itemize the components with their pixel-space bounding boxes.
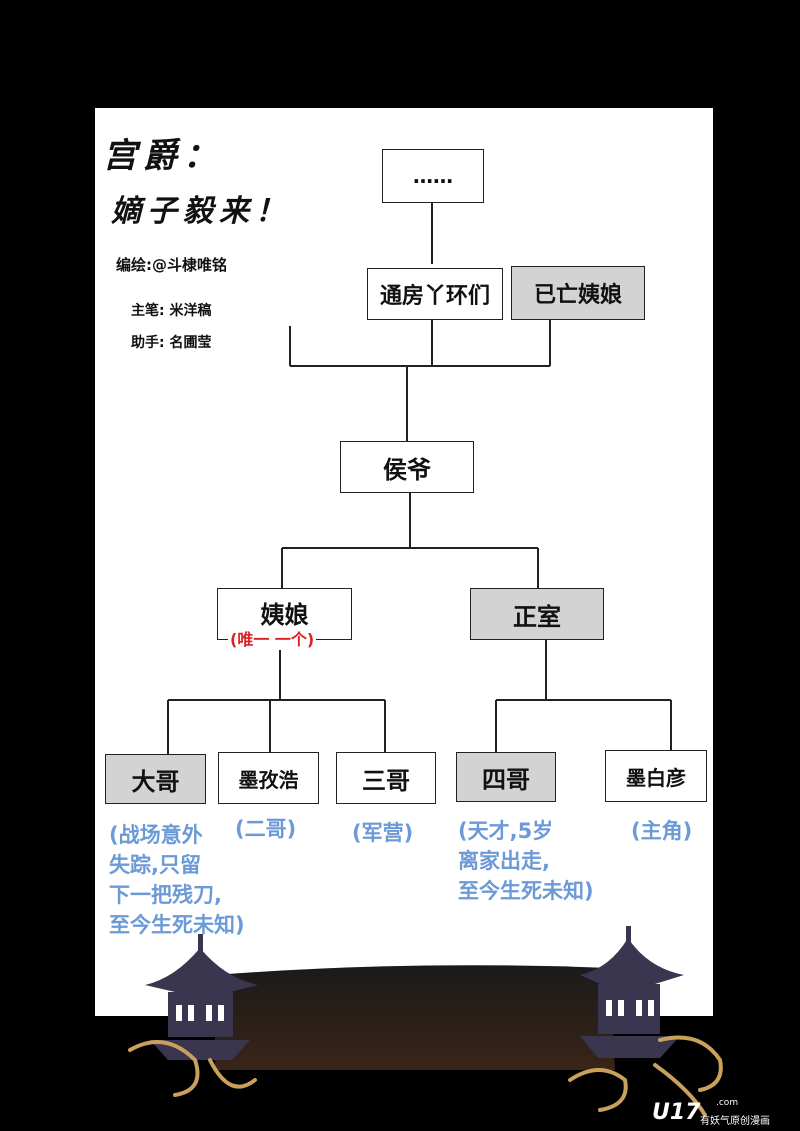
node-concubine-maids: 通房丫环们	[367, 268, 503, 320]
u17-logo: U17	[652, 1100, 701, 1125]
credit-author: 编绘:@斗棣唯铭	[116, 256, 227, 274]
left-tower-windows	[176, 1005, 224, 1021]
node-mo-baiyan: 墨白彦	[605, 750, 707, 802]
concubine-note: (唯一 一个)	[228, 626, 317, 650]
note-third: (军营)	[352, 821, 414, 845]
u17-domain: .com	[716, 1098, 739, 1108]
node-ancestor: ……	[382, 149, 484, 203]
right-tower-icon	[580, 926, 684, 1058]
credit-main-pen: 主笔: 米洋稿	[131, 303, 212, 319]
palace-wall	[215, 965, 615, 1070]
connector-lines	[167, 203, 672, 754]
note-eldest: (战场意外 失踪,只留 下一把残刀, 至今生死未知)	[109, 823, 245, 937]
note-mo-baiyan: (主角)	[631, 819, 693, 843]
note-mo-ruhao: (二哥)	[235, 817, 297, 841]
node-main-wife: 正室	[470, 588, 604, 640]
node-marquis: 侯爷	[340, 441, 474, 493]
title-line-1: 宫爵：	[103, 136, 223, 176]
note-fourth: (天才,5岁 离家出走, 至今生死未知)	[458, 819, 594, 903]
credit-assistant: 助手: 名圃莹	[131, 335, 212, 351]
node-third-brother: 三哥	[336, 752, 436, 804]
title-line-2: 嫡子毅来！	[111, 194, 291, 229]
node-deceased-concubine: 已亡姨娘	[511, 266, 645, 320]
node-mo-ruhao: 墨孜浩	[218, 752, 319, 804]
node-eldest-brother: 大哥	[105, 754, 206, 804]
gold-swirls	[128, 1035, 723, 1117]
diagram-page: 宫爵： 嫡子毅来！ 编绘:@斗棣唯铭 主笔: 米洋稿 助手: 名圃莹 …	[95, 108, 713, 1016]
right-tower-windows	[606, 1000, 654, 1016]
node-fourth-brother: 四哥	[456, 752, 556, 802]
u17-tagline: 有妖气原创漫画	[700, 1116, 770, 1127]
